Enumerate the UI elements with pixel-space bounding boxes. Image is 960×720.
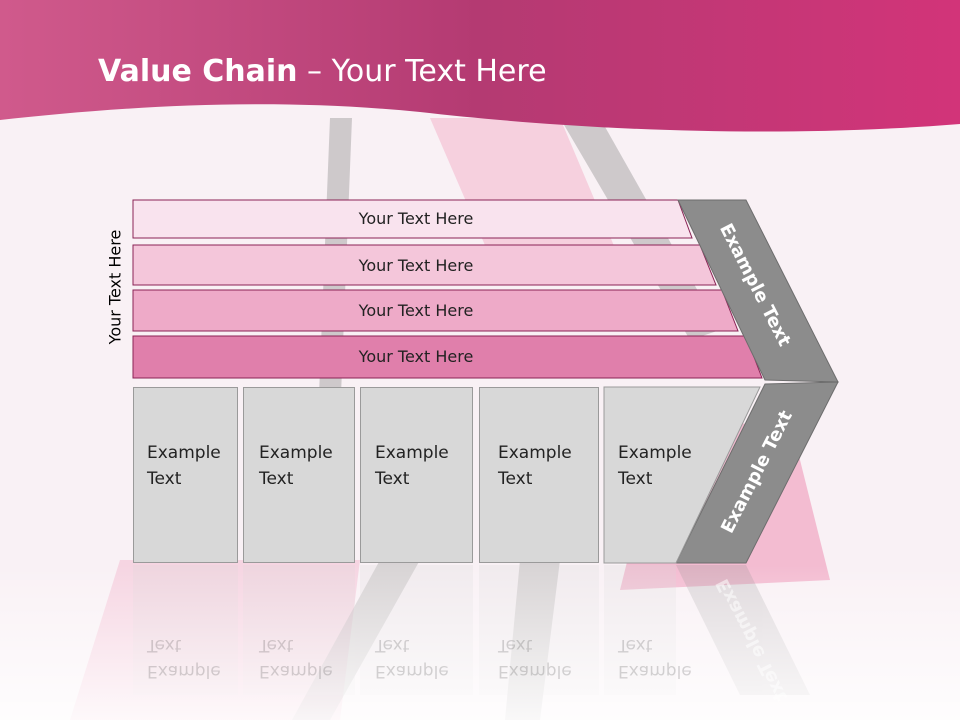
bg-shape bbox=[430, 118, 620, 280]
bar-label-4: Your Text Here bbox=[358, 347, 474, 366]
bar-shape-4 bbox=[132, 335, 763, 379]
bar-label-3: Your Text Here bbox=[358, 301, 474, 320]
title-rest: – Your Text Here bbox=[297, 54, 547, 89]
activity-box-3 bbox=[360, 387, 473, 563]
bar-shape-3 bbox=[132, 289, 739, 332]
side-label: Your Text Here bbox=[105, 229, 125, 345]
box-5-shape bbox=[603, 386, 761, 564]
bar-shape-2 bbox=[132, 244, 717, 286]
activity-box-1 bbox=[133, 387, 238, 563]
slide-title: Value Chain – Your Text Here bbox=[98, 54, 547, 89]
bar-label-1: Your Text Here bbox=[358, 209, 474, 228]
bar-shape-1 bbox=[132, 199, 693, 239]
arrow-lower bbox=[675, 381, 839, 564]
title-bold: Value Chain bbox=[98, 54, 298, 89]
header-band bbox=[0, 0, 960, 132]
bar-label-2: Your Text Here bbox=[358, 256, 474, 275]
activity-box-2 bbox=[243, 387, 355, 563]
activity-box-4 bbox=[479, 387, 599, 563]
